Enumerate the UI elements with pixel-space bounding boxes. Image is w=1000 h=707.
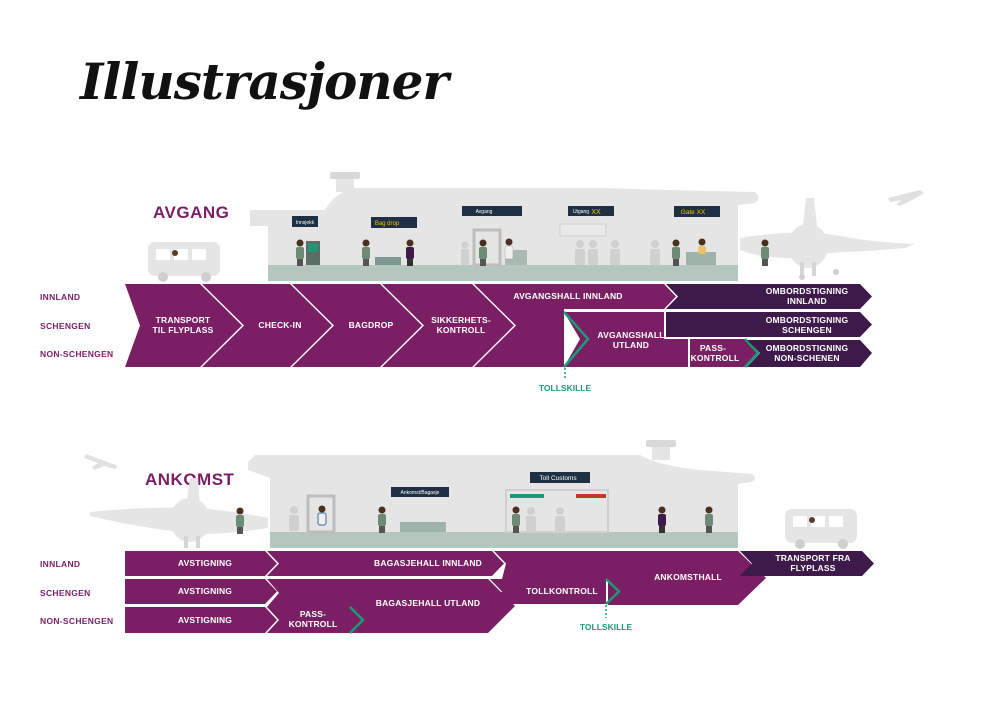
step-baggage-hall-domestic (267, 551, 504, 576)
label-deboarding-domestic: AVSTIGNING (178, 558, 232, 568)
step-transport-to-airport (125, 284, 242, 367)
arrival-customs-label: TOLLSKILLE (580, 622, 633, 632)
label-boarding-schengen-line1: OMBORDSTIGNING (766, 315, 849, 325)
label-passport-arrival-line1: PASS- (300, 609, 326, 619)
label-checkin: CHECK-IN (258, 320, 301, 330)
label-boarding-domestic-line2: INNLAND (787, 296, 827, 306)
label-security-line1: SIKKERHETS- (431, 315, 491, 325)
arrival-row-label-non-schengen: NON-SCHENGEN (40, 616, 114, 626)
label-transport-line1: TRANSPORT (156, 315, 211, 325)
label-boarding-schengen-line2: SCHENGEN (782, 325, 832, 335)
step-boarding-schengen (666, 312, 872, 337)
departure-customs-label: TOLLSKILLE (539, 383, 592, 393)
step-departure-hall-international (564, 312, 688, 367)
label-departure-hall-intl-line1: AVGANGSHALL (597, 330, 664, 340)
label-passport-line2: KONTROLL (691, 353, 740, 363)
step-passport-control-arrival (267, 607, 363, 633)
arrival-bus-icon (785, 509, 857, 549)
sign-checkin: Innsjekk (296, 220, 315, 226)
departure-heading: AVGANG (153, 203, 230, 222)
departure-passengers (296, 238, 769, 266)
step-baggage-hall-international (267, 579, 515, 633)
label-passport-arrival-line2: KONTROLL (289, 619, 338, 629)
step-deboarding-schengen (125, 579, 277, 604)
departure-row-label-non-schengen: NON-SCHENGEN (40, 349, 114, 359)
small-airplane-icon (888, 190, 924, 206)
label-customs-control: TOLLKONTROLL (526, 586, 598, 596)
step-bagdrop (292, 284, 422, 367)
bus-icon (148, 242, 220, 282)
step-customs-control (490, 579, 606, 604)
airplane-icon (740, 198, 915, 280)
label-boarding-domestic-line1: OMBORDSTIGNING (766, 286, 849, 296)
step-boarding-non-schengen (747, 340, 872, 367)
departure-signs: Innsjekk Bag drop Avgang Utgang XX Gate … (292, 206, 720, 228)
label-baggage-hall-international: BAGASJEHALL UTLAND (376, 598, 481, 608)
arrival-terminal-illustration: Ankomst/Bagasje Toll Customs (84, 440, 857, 549)
sign-bagdrop: Bag drop (375, 221, 400, 227)
label-boarding-non-schengen-line2: NON-SCHENEN (774, 353, 839, 363)
arrival-small-airplane-icon (84, 454, 118, 470)
step-departure-hall-domestic (474, 284, 676, 367)
label-departure-hall-intl-line2: UTLAND (613, 340, 649, 350)
step-boarding-domestic (666, 284, 872, 309)
label-passport-line1: PASS- (700, 343, 726, 353)
label-transport-line2: TIL FLYPLASS (153, 325, 214, 335)
step-deboarding-domestic (125, 551, 277, 576)
label-transport-from-line1: TRANSPORT FRA (775, 553, 850, 563)
label-departure-hall-domestic: AVGANGSHALL INNLAND (513, 291, 622, 301)
page-title: Illustrasjoner (80, 52, 449, 111)
departure-terminal-illustration: Innsjekk Bag drop Avgang Utgang XX Gate … (148, 172, 924, 282)
arrival-airplane-icon (90, 478, 268, 548)
departure-flow: TRANSPORT TIL FLYPLASS CHECK-IN BAGDROP … (125, 284, 872, 393)
label-deboarding-schengen: AVSTIGNING (178, 586, 232, 596)
label-deboarding-non-schengen: AVSTIGNING (178, 615, 232, 625)
sign-security: Avgang (476, 209, 493, 215)
departure-row-label-schengen: SCHENGEN (40, 321, 91, 331)
sign-gate2: Gate XX (681, 209, 706, 216)
arrival-row-label-innland: INNLAND (40, 559, 81, 569)
step-arrival-hall (494, 551, 766, 605)
step-passport-control (690, 339, 758, 367)
label-security-line2: KONTROLL (437, 325, 486, 335)
sign-baggage: Ankomst/Bagasje (401, 490, 440, 496)
arrival-passengers (236, 505, 713, 534)
label-arrival-hall: ANKOMSTHALL (654, 572, 722, 582)
step-security (382, 284, 514, 367)
arrival-row-label-schengen: SCHENGEN (40, 588, 91, 598)
sign-gate1-code: XX (591, 209, 601, 216)
sign-customs: Toll Customs (539, 475, 577, 482)
sign-gate1: Utgang (573, 209, 589, 215)
step-checkin (202, 284, 332, 367)
label-boarding-non-schengen-line1: OMBORDSTIGNING (766, 343, 849, 353)
arrival-signs: Ankomst/Bagasje Toll Customs (391, 472, 590, 497)
departure-row-label-innland: INNLAND (40, 292, 81, 302)
arrival-flow: AVSTIGNING AVSTIGNING AVSTIGNING BAGASJE… (125, 551, 874, 634)
label-transport-from-line2: FLYPLASS (790, 563, 835, 573)
label-baggage-hall-domestic: BAGASJEHALL INNLAND (374, 558, 482, 568)
label-bagdrop: BAGDROP (349, 320, 394, 330)
step-deboarding-non-schengen (125, 607, 277, 633)
step-transport-from-airport (740, 551, 874, 576)
arrival-heading: ANKOMST (145, 470, 235, 489)
